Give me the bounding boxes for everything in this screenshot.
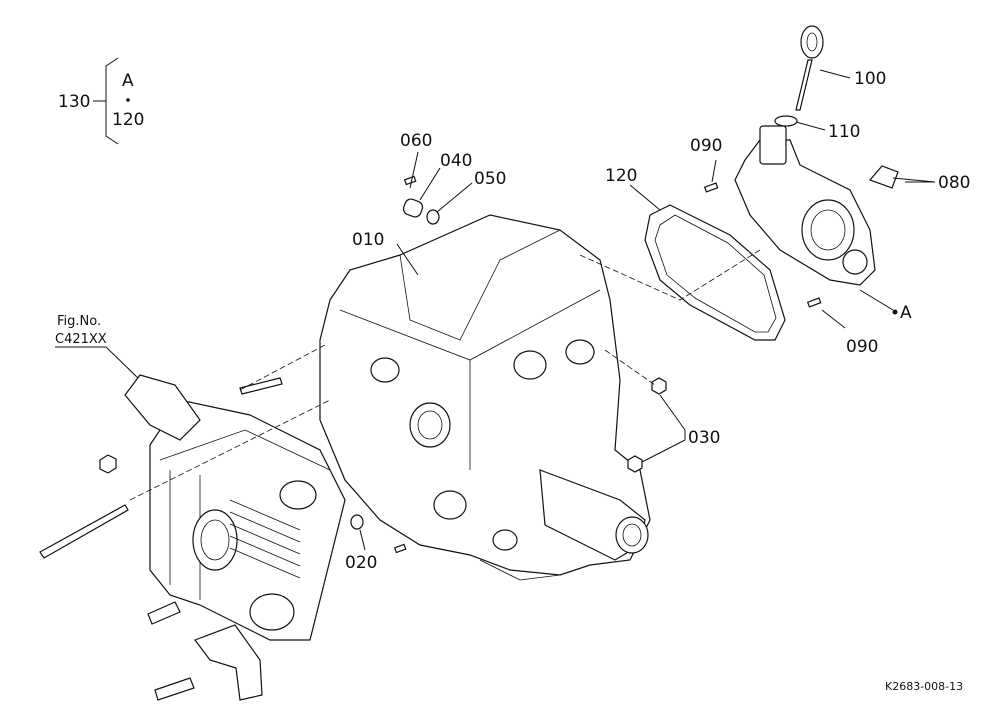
transmission-case-drawing (319, 214, 651, 581)
callout-040: 040 (440, 151, 472, 171)
callout-120: 120 (605, 166, 637, 186)
callout-050: 050 (474, 169, 506, 189)
nuts-030-drawing (627, 377, 667, 473)
callout-110: 110 (828, 122, 860, 142)
small-parts-040-050-060 (402, 175, 440, 225)
callout-labels: 060 040 050 010 020 030 080 090 090 100 … (345, 69, 970, 573)
callout-090-bottom: 090 (846, 337, 878, 357)
left-gear-housing-drawing (39, 374, 346, 701)
drawing-code: K2683-008-13 (885, 680, 963, 693)
bracket-bottom-label: 120 (112, 110, 144, 130)
leader-lines (359, 69, 936, 551)
fig-ref-line1: Fig.No. (57, 314, 101, 329)
callout-100: 100 (854, 69, 886, 89)
bracket-top-label: A (122, 71, 134, 91)
callout-020: 020 (345, 553, 377, 573)
oring-020-drawing (350, 514, 364, 530)
fig-ref-line2: C421XX (55, 332, 107, 347)
callout-090-top: 090 (690, 136, 722, 156)
figure-reference: Fig.No. C421XX (55, 314, 141, 381)
bracket-legend: 130 A 120 (58, 57, 144, 145)
callout-080: 080 (938, 173, 970, 193)
gasket-120-drawing (644, 204, 786, 341)
callout-060: 060 (400, 131, 432, 151)
side-cover-drawing (703, 25, 899, 308)
assembly-dash-lines (129, 249, 761, 501)
pin-drawing (393, 543, 407, 554)
callout-030: 030 (688, 428, 720, 448)
bracket-ref-label: 130 (58, 92, 90, 112)
callout-010: 010 (352, 230, 384, 250)
callout-a: A (900, 303, 912, 323)
